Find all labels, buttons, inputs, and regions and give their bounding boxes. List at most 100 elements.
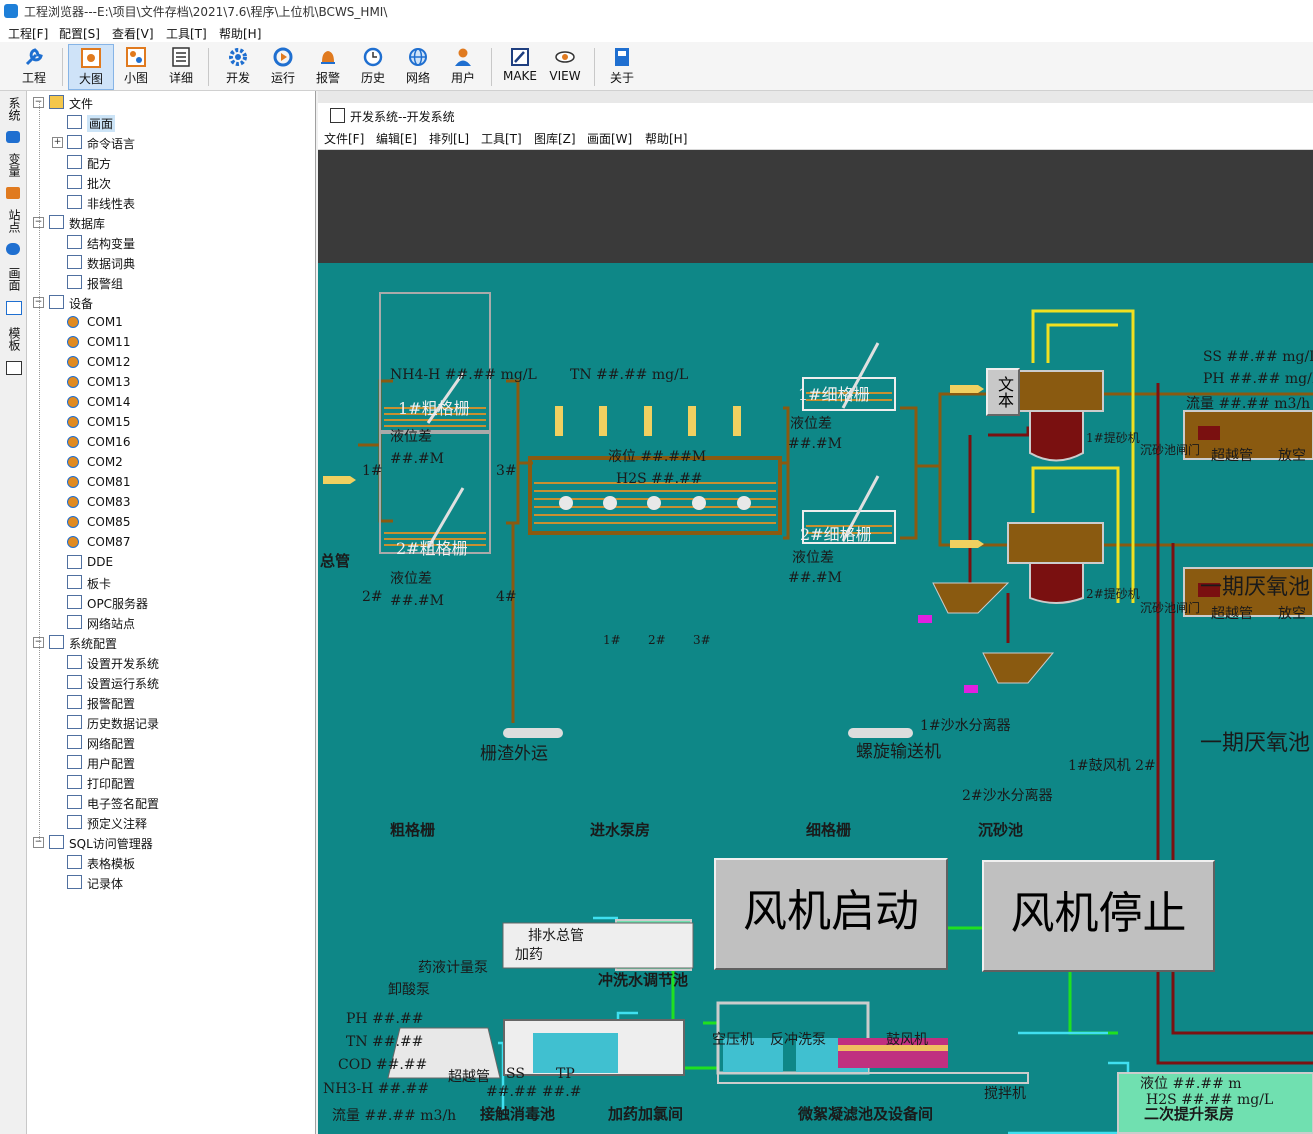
tree-item[interactable]: −设备 (27, 292, 315, 312)
tree-item[interactable]: +命令语言 (27, 132, 315, 152)
tree-item[interactable]: DDE (27, 552, 315, 572)
toolbar-large-icons-button[interactable]: 大图 (68, 44, 114, 90)
tree-item[interactable]: 画面 (27, 112, 315, 132)
menu-project[interactable]: 工程[F] (8, 25, 48, 42)
hmi-canvas[interactable]: NH4-H ##.## mg/L TN ##.## mg/L SS ##.## … (318, 263, 1313, 1134)
dev-menu-screen[interactable]: 画面[W] (587, 130, 632, 147)
tree-item[interactable]: COM1 (27, 312, 315, 332)
tree-item[interactable]: COM87 (27, 532, 315, 552)
tree-item[interactable]: 配方 (27, 152, 315, 172)
tree-item[interactable]: 非线性表 (27, 192, 315, 212)
toolbar-separator (491, 48, 492, 86)
toolbar-about-button[interactable]: 关于 (600, 44, 644, 88)
sand-lift-2-label: 2#提砂机 (1086, 585, 1140, 602)
dev-menu-edit[interactable]: 编辑[E] (376, 130, 417, 147)
section-dosing-room: 加药加氯间 (608, 1103, 683, 1124)
tree-item[interactable]: COM12 (27, 352, 315, 372)
tree-item[interactable]: COM83 (27, 492, 315, 512)
toolbar-alarm-button[interactable]: 报警 (306, 44, 350, 88)
tree-item[interactable]: COM15 (27, 412, 315, 432)
pump-h2s-readout: H2S ##.## (616, 471, 703, 487)
tree-item[interactable]: 报警配置 (27, 692, 315, 712)
toolbar-small-icons-button[interactable]: 小图 (114, 44, 158, 88)
ph-readout-bottom: PH ##.## (346, 1011, 423, 1027)
toolbar-project-button[interactable]: 工程 (12, 44, 56, 88)
tree-item[interactable]: COM11 (27, 332, 315, 352)
station-icon (6, 243, 20, 255)
dev-menubar: 文件[F] 编辑[E] 排列[L] 工具[T] 图库[Z] 画面[W] 帮助[H… (318, 127, 1313, 150)
tree-item[interactable]: OPC服务器 (27, 592, 315, 612)
board-icon (67, 575, 82, 589)
side-tab-templates[interactable]: 模板 (3, 327, 23, 351)
tree-item[interactable]: 设置开发系统 (27, 652, 315, 672)
tree-item[interactable]: COM2 (27, 452, 315, 472)
tree-item-label: 网络站点 (87, 615, 135, 632)
side-tab-screens[interactable]: 画面 (3, 267, 23, 291)
tree-item[interactable]: COM81 (27, 472, 315, 492)
tree-item[interactable]: 电子签名配置 (27, 792, 315, 812)
menu-help[interactable]: 帮助[H] (219, 25, 261, 42)
tree-item[interactable]: 预定义注释 (27, 812, 315, 832)
dev-menu-gallery[interactable]: 图库[Z] (534, 130, 576, 147)
dev-menu-arrange[interactable]: 排列[L] (429, 130, 469, 147)
dosing-pump-label: 药液计量泵 (418, 957, 488, 977)
nh3-readout-bottom: NH3-H ##.## (323, 1081, 429, 1097)
tree-item[interactable]: 数据词典 (27, 252, 315, 272)
dev-menu-tools[interactable]: 工具[T] (481, 130, 522, 147)
toolbar-make-button[interactable]: MAKE (498, 44, 542, 88)
tree-item-label: 电子签名配置 (87, 795, 159, 812)
menu-config[interactable]: 配置[S] (59, 25, 100, 42)
network-station-icon (67, 615, 82, 629)
canvas-header-area (318, 150, 1313, 263)
small-icons-icon (125, 46, 147, 68)
anoxic-pool-2-label: 一期厌氧池 (1200, 725, 1310, 757)
tn-readout: TN ##.## mg/L (570, 367, 688, 383)
fan-start-button[interactable]: 风机启动 (714, 858, 948, 970)
tree-item[interactable]: 打印配置 (27, 772, 315, 792)
toolbar-view-button[interactable]: VIEW (543, 44, 587, 88)
tree-item[interactable]: 用户配置 (27, 752, 315, 772)
tree-item-label: COM13 (87, 375, 130, 389)
globe-icon (67, 735, 82, 749)
toolbar-user-button[interactable]: 用户 (441, 44, 485, 88)
tree-item[interactable]: 报警组 (27, 272, 315, 292)
tree-item-label: 报警配置 (87, 695, 135, 712)
tree-item[interactable]: −系统配置 (27, 632, 315, 652)
side-tab-stations[interactable]: 站点 (3, 209, 23, 233)
side-tab-variables[interactable]: 变量 (3, 153, 23, 177)
tree-item[interactable]: 历史数据记录 (27, 712, 315, 732)
menu-view[interactable]: 查看[V] (112, 25, 154, 42)
tree-item[interactable]: 结构变量 (27, 232, 315, 252)
tree-item[interactable]: COM85 (27, 512, 315, 532)
tree-item[interactable]: 批次 (27, 172, 315, 192)
toolbar-network-button[interactable]: 网络 (396, 44, 440, 88)
tree-item[interactable]: 网络配置 (27, 732, 315, 752)
signature-icon (67, 795, 82, 809)
dev-menu-help[interactable]: 帮助[H] (645, 130, 687, 147)
toolbar-details-button[interactable]: 详细 (159, 44, 203, 88)
fan-stop-button[interactable]: 风机停止 (982, 860, 1215, 972)
tree-item[interactable]: −文件 (27, 92, 315, 112)
toolbar-history-button[interactable]: 历史 (351, 44, 395, 88)
expand-icon[interactable]: + (52, 137, 63, 148)
tree-item-label: OPC服务器 (87, 595, 148, 612)
tree-item[interactable]: 表格模板 (27, 852, 315, 872)
tree-item[interactable]: COM14 (27, 392, 315, 412)
toolbar-run-button[interactable]: 运行 (261, 44, 305, 88)
toolbar-develop-button[interactable]: 开发 (216, 44, 260, 88)
tree-item[interactable]: 记录体 (27, 872, 315, 892)
dev-menu-file[interactable]: 文件[F] (324, 130, 364, 147)
tree-item[interactable]: 设置运行系统 (27, 672, 315, 692)
side-tab-system[interactable]: 系统 (3, 97, 23, 121)
text-tool-button[interactable]: 文本 (986, 368, 1020, 416)
tree-item[interactable]: −数据库 (27, 212, 315, 232)
tree-item[interactable]: COM16 (27, 432, 315, 452)
tree-item[interactable]: −SQL访问管理器 (27, 832, 315, 852)
tree-item[interactable]: 网络站点 (27, 612, 315, 632)
dev-window-title: 开发系统--开发系统 (350, 108, 455, 125)
tree-item[interactable]: 板卡 (27, 572, 315, 592)
menu-tools[interactable]: 工具[T] (166, 25, 207, 42)
tree-item[interactable]: COM13 (27, 372, 315, 392)
globe-icon (407, 46, 429, 68)
recipe-icon (67, 155, 82, 169)
